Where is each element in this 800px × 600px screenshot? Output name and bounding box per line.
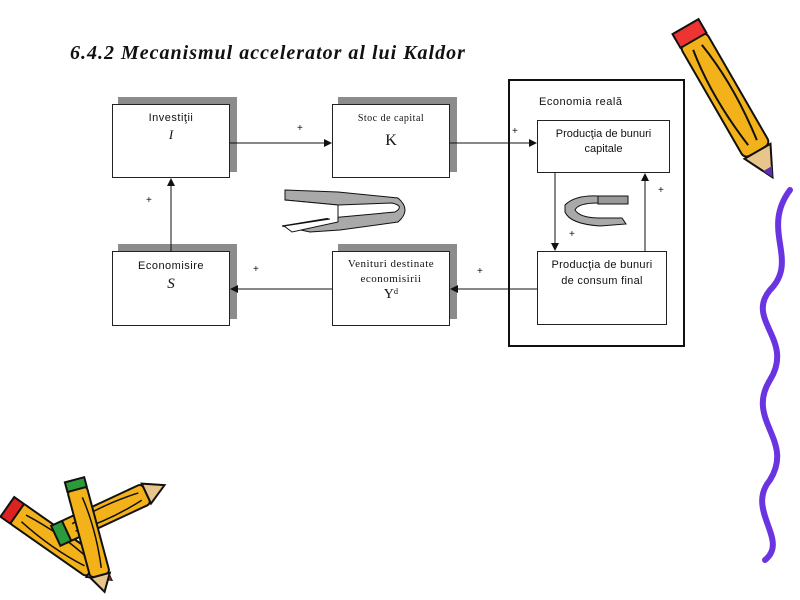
node-investitii-symbol: I	[168, 127, 174, 142]
real-economy-label: Economia reală	[539, 96, 623, 108]
node-investitii: Investiţii I	[112, 104, 230, 178]
node-productie-consum-label: Producţia de bunuri de consum final	[551, 259, 653, 287]
sign-plus: +	[658, 185, 664, 196]
real-economy-region	[508, 79, 685, 347]
sign-plus: +	[146, 195, 152, 206]
pencil-icon-large	[671, 17, 774, 180]
cycle-arrow-icon-small	[564, 195, 629, 227]
squiggle-decoration	[759, 187, 793, 563]
node-economisire-symbol: S	[167, 276, 175, 292]
node-venituri-label: Venituri destinate economisirii	[347, 258, 435, 285]
node-venituri-symbol: Yᵈ	[383, 287, 399, 302]
node-economisire-label: Economisire	[137, 260, 205, 272]
sign-plus: +	[477, 266, 483, 277]
sign-plus: +	[297, 123, 303, 134]
node-stoc-capital: Stoc de capital K	[332, 104, 450, 178]
node-venituri: Venituri destinate economisirii Yᵈ	[332, 251, 450, 326]
node-investitii-label: Investiţii	[148, 112, 194, 124]
node-stoc-capital-symbol: K	[385, 132, 397, 149]
pencil-icon-small-c	[63, 475, 112, 594]
sign-plus: +	[569, 229, 575, 240]
node-stoc-capital-label: Stoc de capital	[357, 113, 425, 124]
node-productie-capitale: Producţia de bunuri capitale	[537, 120, 670, 173]
node-productie-consum: Producţia de bunuri de consum final	[537, 251, 667, 325]
node-productie-capitale-label: Producţia de bunuri capitale	[555, 128, 652, 155]
cycle-arrow-icon	[281, 189, 406, 233]
node-economisire: Economisire S	[112, 251, 230, 326]
sign-plus: +	[253, 264, 259, 275]
sign-plus: +	[512, 126, 518, 137]
slide-title: 6.4.2 Mecanismul accelerator al lui Kald…	[70, 42, 466, 64]
